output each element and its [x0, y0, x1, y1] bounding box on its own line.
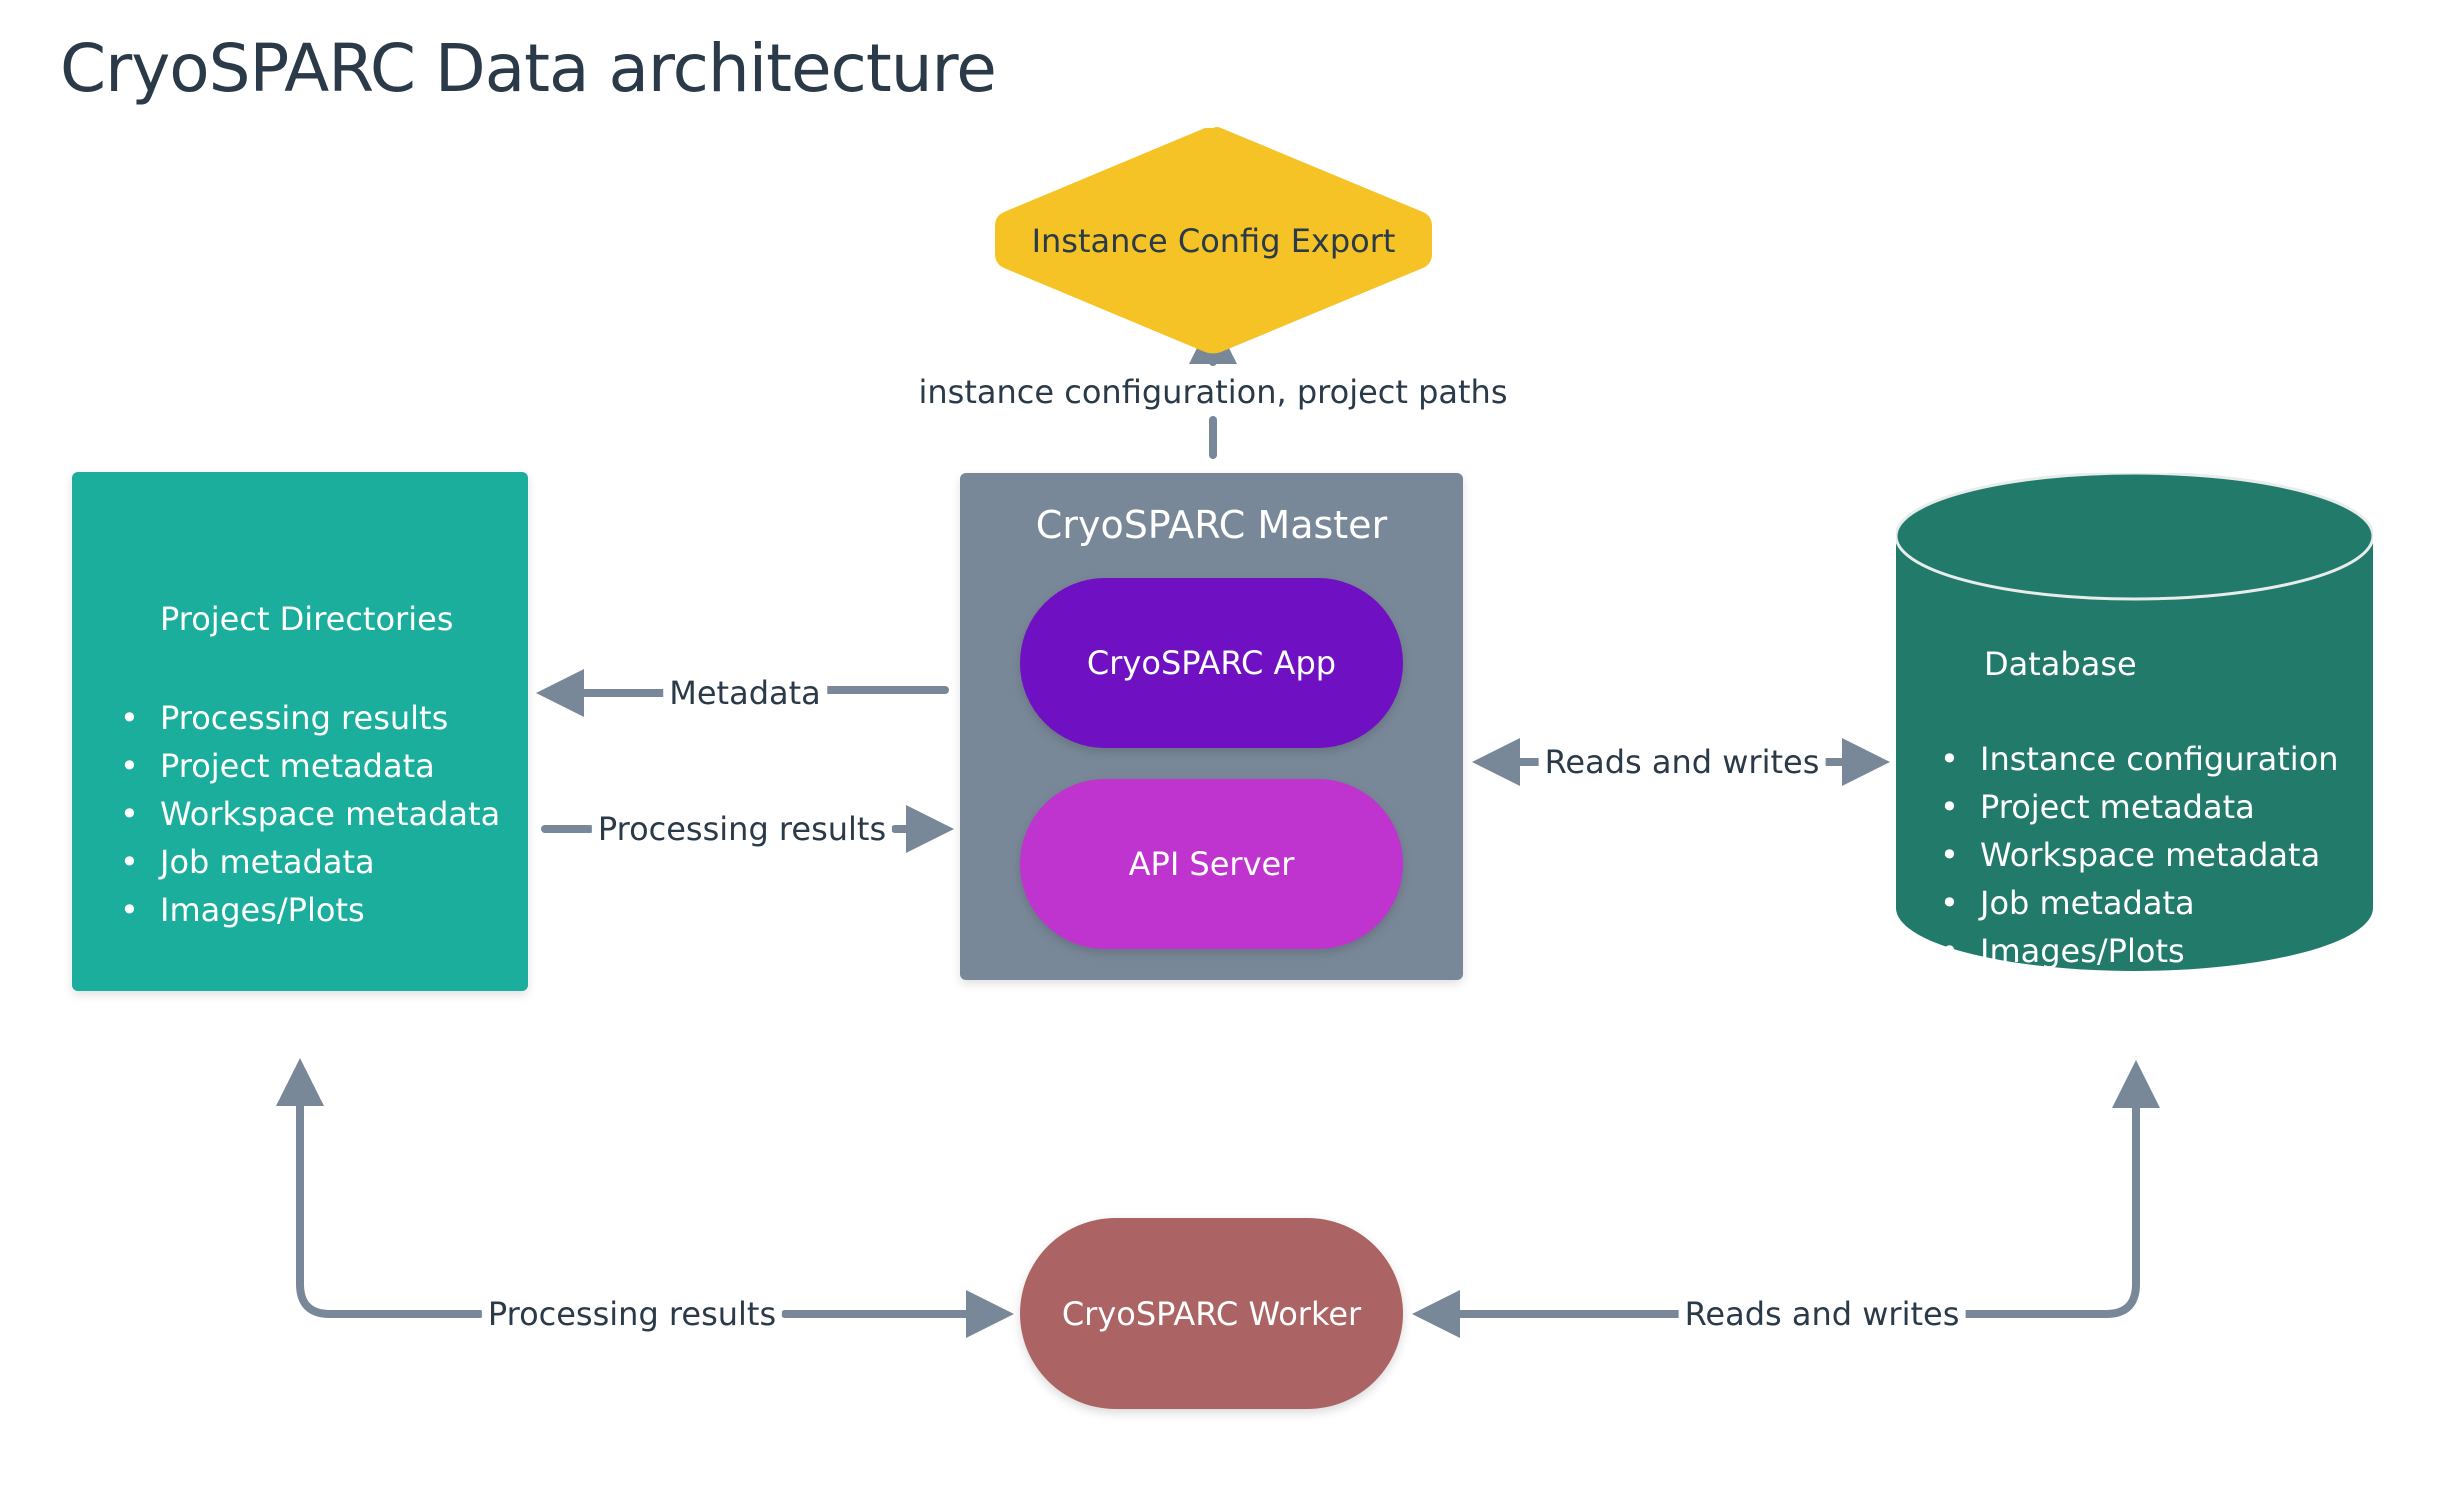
- edge-label-master-database: Reads and writes: [1538, 746, 1826, 778]
- edge-worker-db-upward: [1962, 1060, 2160, 1318]
- api-server-label: API Server: [1128, 845, 1295, 883]
- edge-worker-projects-upward: [276, 1058, 484, 1318]
- list-item: Processing results: [120, 694, 500, 742]
- project-directories-title: Project Directories: [160, 600, 454, 638]
- api-server-node[interactable]: API Server: [1020, 779, 1403, 949]
- list-item: Images/Plots: [120, 886, 500, 934]
- list-item: Job metadata: [120, 838, 500, 886]
- worker-label: CryoSPARC Worker: [1061, 1294, 1362, 1333]
- edge-label-worker-database: Reads and writes: [1678, 1298, 1966, 1330]
- config-export-label: Instance Config Export: [1031, 221, 1396, 260]
- app-label: CryoSPARC App: [1086, 644, 1337, 682]
- hexagon-shape: [995, 127, 1432, 354]
- list-item: Project metadata: [120, 742, 500, 790]
- edge-label-processing-results: Processing results: [591, 813, 893, 845]
- edge-label-metadata: Metadata: [663, 677, 827, 709]
- list-item: Images/Plots: [1940, 927, 2339, 975]
- list-item: Workspace metadata: [1940, 831, 2339, 879]
- project-directories-list: Processing results Project metadata Work…: [120, 694, 500, 934]
- list-item: Project metadata: [1940, 783, 2339, 831]
- database-title: Database: [1984, 645, 2137, 683]
- list-item: Job metadata: [1940, 879, 2339, 927]
- database-node[interactable]: Database Instance configuration Project …: [1896, 473, 2373, 975]
- database-list: Instance configuration Project metadata …: [1940, 735, 2339, 975]
- edge-label-master-to-export: instance configuration, project paths: [912, 376, 1514, 408]
- cryosparc-worker-node[interactable]: CryoSPARC Worker: [1020, 1218, 1403, 1409]
- master-title: CryoSPARC Master: [1035, 503, 1388, 547]
- edge-label-worker-projects: Processing results: [481, 1298, 783, 1330]
- cryosparc-master-node[interactable]: CryoSPARC Master CryoSPARC App API Serve…: [960, 473, 1463, 980]
- instance-config-export-node[interactable]: Instance Config Export: [995, 126, 1432, 355]
- project-directories-node[interactable]: Project Directories Processing results P…: [72, 472, 528, 991]
- list-item: Instance configuration: [1940, 735, 2339, 783]
- cryosparc-app-node[interactable]: CryoSPARC App: [1020, 578, 1403, 748]
- diagram-title: CryoSPARC Data architecture: [60, 30, 997, 107]
- list-item: Workspace metadata: [120, 790, 500, 838]
